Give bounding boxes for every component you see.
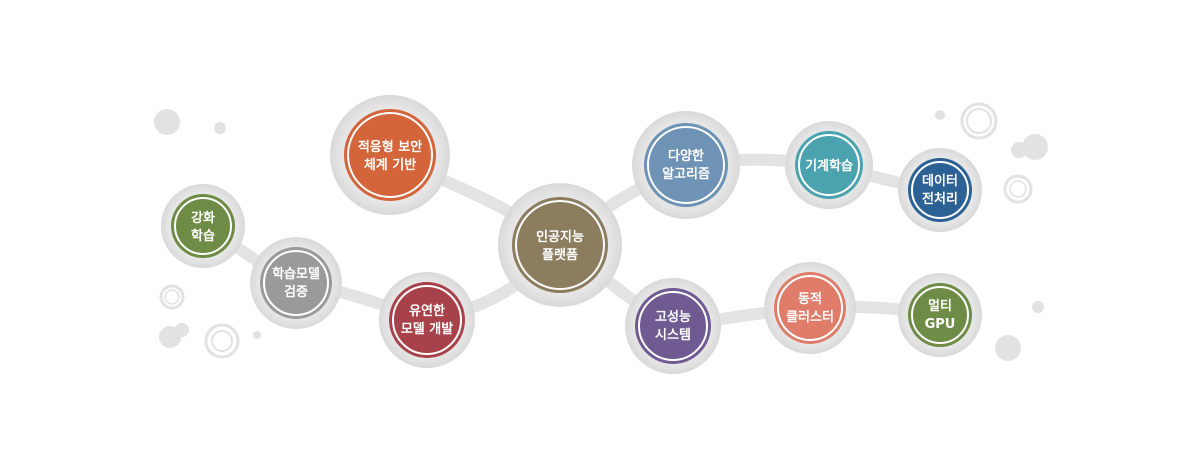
decor-ring (204, 323, 240, 359)
node-label-line2: 클러스터 (786, 309, 834, 325)
node-ring (638, 291, 708, 361)
node-ring (911, 286, 969, 344)
center-node: 인공지능 플랫폼 (498, 183, 622, 307)
node-label-line2: 알고리즘 (662, 166, 710, 182)
center-node-circle (512, 197, 608, 293)
decor-ring (966, 108, 992, 134)
node-flexible-model-dev: 유연한 모델 개발 (379, 272, 475, 368)
node-ring (392, 285, 462, 355)
center-node-label-line2: 플랫폼 (542, 247, 578, 263)
node-multi-gpu: 멀티 GPU (898, 273, 982, 357)
decor-ring (1009, 180, 1027, 198)
node-label-line2: GPU (925, 317, 956, 332)
node-reinforcement-learning: 강화 학습 (161, 184, 245, 268)
decor-dot (1022, 134, 1048, 160)
node-circle (635, 288, 711, 364)
node-ring (647, 126, 725, 204)
node-model-validation: 학습모델 검증 (250, 237, 342, 329)
decor-dot (1011, 142, 1027, 158)
decor-dot (214, 122, 226, 134)
node-machine-learning: 기계학습 (785, 121, 873, 209)
node-label-line2: 전처리 (922, 191, 958, 207)
node-ring (798, 134, 860, 196)
decor-ring (1003, 174, 1033, 204)
decor-dot (935, 110, 945, 120)
node-ring (174, 197, 232, 255)
center-node-label-line1: 인공지능 (536, 229, 584, 245)
node-label-line1: 강화 (191, 210, 215, 226)
decor-ring (159, 284, 185, 310)
node-circle (795, 131, 863, 199)
node-circle (644, 123, 728, 207)
decor-dot (175, 323, 189, 337)
node-ring (777, 275, 843, 341)
node-dynamic-cluster: 동적 클러스터 (764, 262, 856, 354)
node-ring (911, 161, 969, 219)
node-circle (171, 194, 235, 258)
node-ring (347, 112, 433, 198)
node-ring (263, 250, 329, 316)
node-circle (908, 158, 972, 222)
node-label-line1: 다양한 (668, 148, 704, 164)
node-label-line1: 멀티 (928, 298, 952, 314)
decorative-rings (159, 102, 1033, 359)
node-label-line1: 고성능 (655, 310, 691, 325)
node-label-line2: 학습 (191, 228, 215, 244)
decor-ring (164, 289, 180, 305)
decor-dot (1032, 301, 1044, 313)
node-circle (260, 247, 332, 319)
node-high-performance-system: 고성능 시스템 (625, 278, 721, 374)
node-data-preprocessing: 데이터 전처리 (898, 148, 982, 232)
node-circle (774, 272, 846, 344)
node-label-line1: 유연한 (409, 303, 445, 319)
node-label-line2: 검증 (284, 285, 308, 300)
node-circle (389, 282, 465, 358)
node-label-line1: 학습모델 (272, 266, 320, 282)
decor-dot (253, 331, 261, 339)
decor-ring (211, 330, 233, 352)
center-node-ring (515, 200, 605, 290)
node-label-line1: 데이터 (922, 173, 958, 189)
node-various-algorithms: 다양한 알고리즘 (632, 111, 740, 219)
decor-dot (154, 109, 180, 135)
node-label-line2: 모델 개발 (401, 321, 453, 337)
node-label-line2: 시스템 (655, 328, 691, 343)
node-label-line2: 체계 기반 (364, 157, 416, 173)
decorative-circles (154, 109, 1048, 361)
node-label-line1: 기계학습 (805, 158, 853, 174)
node-circle (908, 283, 972, 347)
node-label-line1: 동적 (798, 291, 822, 307)
node-label-line1: 적응형 보안 (358, 139, 422, 155)
node-adaptive-security: 적응형 보안 체계 기반 (330, 95, 450, 215)
decor-ring (960, 102, 998, 140)
node-circle (344, 109, 436, 201)
decor-dot (995, 335, 1021, 361)
